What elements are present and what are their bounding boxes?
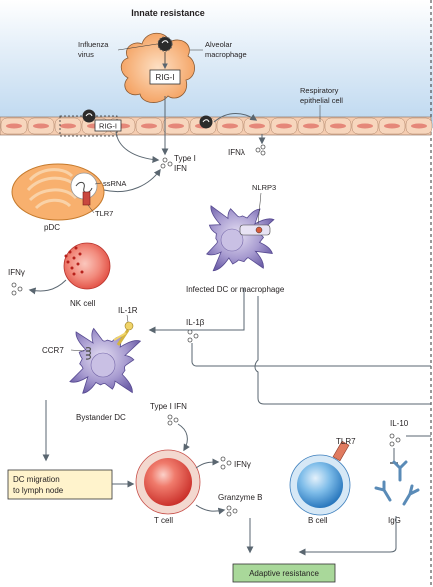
nk-granule	[64, 254, 68, 258]
ifn-gamma-t-label: IFNγ	[234, 460, 251, 469]
nk-cell-label: NK cell	[70, 299, 96, 308]
il-10-label: IL-10	[390, 419, 409, 428]
epithelial-nucleus	[276, 123, 292, 129]
ifn-gamma-t-dots	[220, 456, 232, 470]
adaptive-resistance-box: Adaptive resistance	[232, 563, 336, 583]
il-1b-label: IL-1β	[186, 318, 205, 327]
nk-granule	[74, 246, 78, 250]
ifn-lambda-dots	[255, 144, 266, 156]
adaptive-resistance-label: Adaptive resistance	[249, 569, 319, 578]
nk-granule	[72, 272, 76, 276]
epithelial-nucleus	[222, 123, 238, 129]
il-1r-receptor-icon	[113, 321, 134, 346]
ssrna-label: ssRNA	[103, 179, 126, 188]
nk-granule	[76, 262, 80, 266]
bystander-dc-label: Bystander DC	[76, 413, 126, 422]
epithelial-nucleus	[303, 123, 319, 129]
epithelial-nucleus	[384, 123, 400, 129]
type-i-ifn-t-label: Type I IFN	[150, 402, 187, 411]
tlr7-b-label: TLR7	[336, 437, 356, 446]
epithelial-nucleus	[357, 123, 373, 129]
t-cell	[135, 449, 201, 515]
virus-icon	[82, 109, 96, 123]
ifn-lambda-label: IFNλ	[228, 148, 245, 157]
tlr7-pdc-label: TLR7	[95, 209, 113, 218]
nk-cell	[63, 242, 111, 290]
rig-i-epithelial-box	[94, 119, 122, 132]
epithelial-nucleus	[141, 123, 157, 129]
influenza-label-1: Influenza	[78, 40, 109, 49]
igg-label: IgG	[388, 516, 401, 525]
epithelial-nucleus	[249, 123, 265, 129]
epithelial-nucleus	[6, 123, 22, 129]
pdc-cell	[11, 163, 105, 221]
il-1b-dots	[187, 329, 199, 343]
type-i-ifn-dots	[160, 157, 173, 169]
alveolar-macrophage-label-1: Alveolar	[205, 40, 233, 49]
type-i-ifn-label-2: IFN	[174, 164, 187, 173]
bystander-dc-cell	[69, 321, 142, 394]
dc-migration-label-2: to lymph node	[13, 486, 64, 495]
epithelial-label-1: Respiratory	[300, 86, 339, 95]
nk-granule	[72, 256, 76, 260]
t-cell-label: T cell	[154, 516, 173, 525]
epithelial-nucleus	[330, 123, 346, 129]
nlrp3-label: NLRP3	[252, 183, 276, 192]
ccr7-receptor-icon	[85, 347, 92, 360]
granzyme-b-dots	[226, 505, 238, 517]
respiratory-epithelium	[0, 116, 433, 136]
igg-antibody-icon	[374, 460, 420, 506]
dc-migration-box: DC migration to lymph node	[7, 469, 113, 500]
b-cell	[289, 440, 351, 516]
type-i-ifn-t-dots	[167, 414, 179, 426]
ifn-gamma-nk-label: IFNγ	[8, 268, 25, 277]
type-i-ifn-label-1: Type I	[174, 154, 196, 163]
granzyme-b-label: Granzyme B	[218, 493, 262, 502]
influenza-label-2: virus	[78, 50, 94, 59]
il-10-dots	[389, 433, 401, 447]
epithelial-label-2: epithelial cell	[300, 96, 343, 105]
dc-migration-label-1: DC migration	[13, 475, 60, 484]
nk-granule	[68, 250, 72, 254]
nk-granule	[70, 266, 74, 270]
nk-granule	[78, 252, 82, 256]
tlr7-receptor-icon	[332, 440, 350, 462]
ifn-gamma-nk-dots	[11, 282, 23, 296]
alveolar-macrophage: RIG-I	[120, 32, 195, 103]
rig-i-label: RIG-I	[155, 73, 174, 82]
infected-dc-cell	[206, 205, 275, 272]
epithelial-nucleus	[33, 123, 49, 129]
infected-dc-label: Infected DC or macrophage	[186, 285, 285, 294]
nk-granule	[80, 270, 84, 274]
nk-granule	[66, 260, 70, 264]
title: Innate resistance	[131, 8, 205, 18]
virus-icon	[157, 36, 173, 52]
epithelial-nucleus	[411, 123, 427, 129]
virus-icon	[199, 115, 213, 129]
b-cell-label: B cell	[308, 516, 328, 525]
ccr7-label: CCR7	[42, 346, 64, 355]
epithelial-nucleus	[168, 123, 184, 129]
alveolar-macrophage-label-2: macrophage	[205, 50, 247, 59]
alveolar-lumen-background	[0, 0, 433, 128]
pdc-label: pDC	[44, 223, 60, 232]
rig-i-epithelial-label: RIG-I	[99, 122, 117, 131]
rig-i-box	[149, 69, 181, 85]
il-1r-label: IL-1R	[118, 306, 138, 315]
epithelial-nucleus	[60, 123, 76, 129]
